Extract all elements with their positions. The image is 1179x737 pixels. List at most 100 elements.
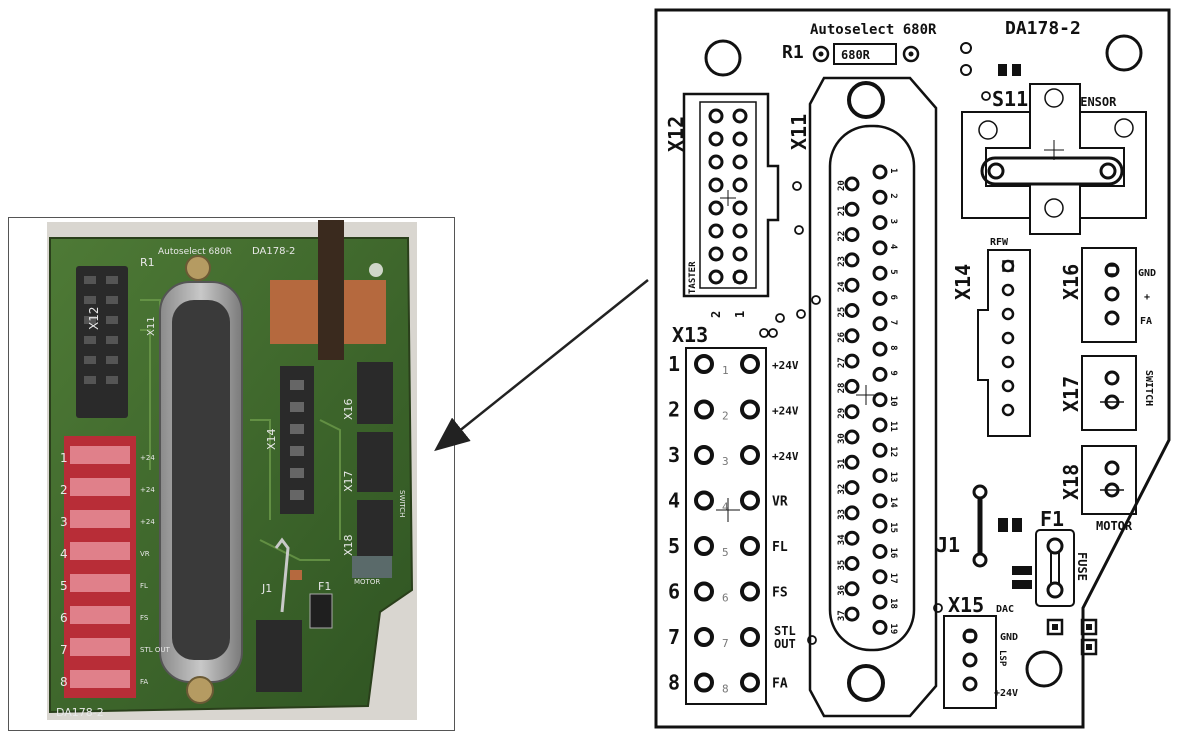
x11-pin-field: 1234567891011121314151617181920212223242… (837, 164, 898, 635)
x11-pin-label: 36 (837, 585, 847, 596)
x13-signal-label: FL (772, 540, 788, 555)
x11-pin (844, 353, 860, 369)
x12-pin (708, 200, 724, 216)
x14-ref: X14 (951, 264, 975, 300)
x11-pin-label: 13 (888, 472, 898, 483)
x13-terminal-right (740, 354, 760, 374)
x12-pin (708, 246, 724, 262)
pointer-arrow (434, 279, 649, 452)
x13-signal-label: FA (772, 677, 788, 692)
x11-pin-label: 14 (888, 497, 898, 508)
x11-pin (844, 303, 860, 318)
j1-ref: J1 (936, 533, 960, 557)
photo-label-j1: J1 (261, 582, 272, 595)
f1-ref: F1 (1040, 507, 1064, 531)
x16-connector (1081, 247, 1137, 343)
x11-pin (872, 417, 888, 433)
x15-gnd: GND (1000, 632, 1018, 643)
photo-row-number: 7 (60, 643, 68, 657)
x11-pin-label: 27 (837, 357, 847, 368)
x11-pin-label: 4 (888, 244, 898, 250)
x11-pin-label: 37 (837, 610, 847, 621)
x11-pin-label: 12 (888, 446, 898, 457)
x13-terminal-right (740, 581, 760, 602)
photo-label-x18: X18 (342, 534, 355, 556)
x13-row-number: 4 (668, 489, 680, 513)
x11-pin-label: 34 (837, 534, 847, 545)
x11-pin (844, 227, 860, 243)
x13-terminal-left (694, 445, 714, 465)
x11-pin (872, 619, 888, 635)
x13-signal-label: FS (772, 586, 788, 601)
x13-terminal-right (740, 490, 760, 511)
x17-connector (1081, 355, 1137, 431)
x14-connector (977, 249, 1031, 437)
x11-pin-label: 11 (888, 421, 898, 432)
x13-terminal-left (694, 581, 714, 602)
x15-connector (943, 615, 997, 709)
x18-connector (1081, 445, 1137, 515)
board-title: Autoselect 680R (810, 22, 937, 38)
x16-ref: X16 (1059, 264, 1083, 300)
x12-header-connector (682, 92, 780, 298)
x13-inner-number: 3 (722, 455, 729, 468)
x11-pin (844, 581, 860, 597)
x11-pin (872, 341, 888, 357)
x11-pin (844, 201, 860, 217)
x11-pin (844, 480, 860, 496)
x14-pin (1001, 307, 1015, 321)
x17-ref: X17 (1059, 376, 1083, 412)
x13-inner-number: 4 (722, 501, 729, 514)
x14-pin (1001, 379, 1015, 393)
x13-inner-number: 1 (722, 364, 729, 377)
x12-label-taster: TASTER (688, 261, 698, 294)
photo-row-number: 6 (60, 611, 68, 625)
x11-pin (872, 442, 888, 458)
x11-pin (844, 404, 860, 420)
x11-pin (844, 378, 860, 394)
x13-inner-number: 7 (722, 637, 729, 650)
photo-row-number: 5 (60, 579, 68, 593)
photo-signal-label: STL OUT (140, 646, 170, 654)
x12-pin (732, 200, 748, 216)
x16-plus: + (1144, 292, 1150, 303)
x13-signal-label: +24V (772, 450, 799, 463)
r1-value: 680R (841, 48, 871, 62)
photo-signal-label: FS (140, 614, 149, 622)
x11-pin-label: 29 (837, 408, 847, 419)
photo-board-id: DA178-2 (252, 246, 295, 257)
photo-signal-label: +24 (140, 486, 155, 494)
x11-pin (844, 176, 860, 192)
x12-pin (732, 223, 748, 239)
x12-pin (708, 177, 724, 193)
x11-pin (872, 392, 888, 408)
x11-pin-label: 17 (888, 573, 898, 584)
x15-ref: X15 (948, 593, 984, 617)
x12-pin2-label: 2 (709, 311, 723, 318)
x11-pin (872, 189, 888, 205)
x13-terminal-left (694, 490, 714, 511)
x13-terminal-left (694, 672, 714, 693)
s11-sensor (961, 83, 1147, 235)
x11-pin (872, 544, 888, 559)
x11-pin-label: 23 (837, 256, 847, 267)
x18-label-motor: MOTOR (1096, 519, 1133, 533)
x11-pin-label: 6 (888, 295, 898, 300)
x13-terminal-right (740, 445, 760, 465)
x12-pin (708, 269, 724, 285)
x12-pin (708, 223, 724, 239)
board-id: DA178-2 (1005, 18, 1081, 39)
f1-fuse (1035, 529, 1075, 607)
photo-label-r1: R1 (140, 256, 155, 269)
x12-ref: X12 (664, 116, 688, 152)
j1-jumper (972, 484, 988, 568)
x11-pin-label: 7 (888, 320, 898, 325)
x11-pin-label: 20 (837, 180, 847, 191)
x11-pin-label: 8 (888, 345, 898, 350)
x11-pin-label: 19 (888, 623, 898, 634)
x11-pin (844, 606, 860, 622)
x14-label-rfw: RFW (990, 237, 1009, 248)
x11-pin-label: 21 (837, 205, 847, 216)
x12-pin (732, 108, 748, 124)
photo-label-x12: X12 (87, 307, 101, 331)
